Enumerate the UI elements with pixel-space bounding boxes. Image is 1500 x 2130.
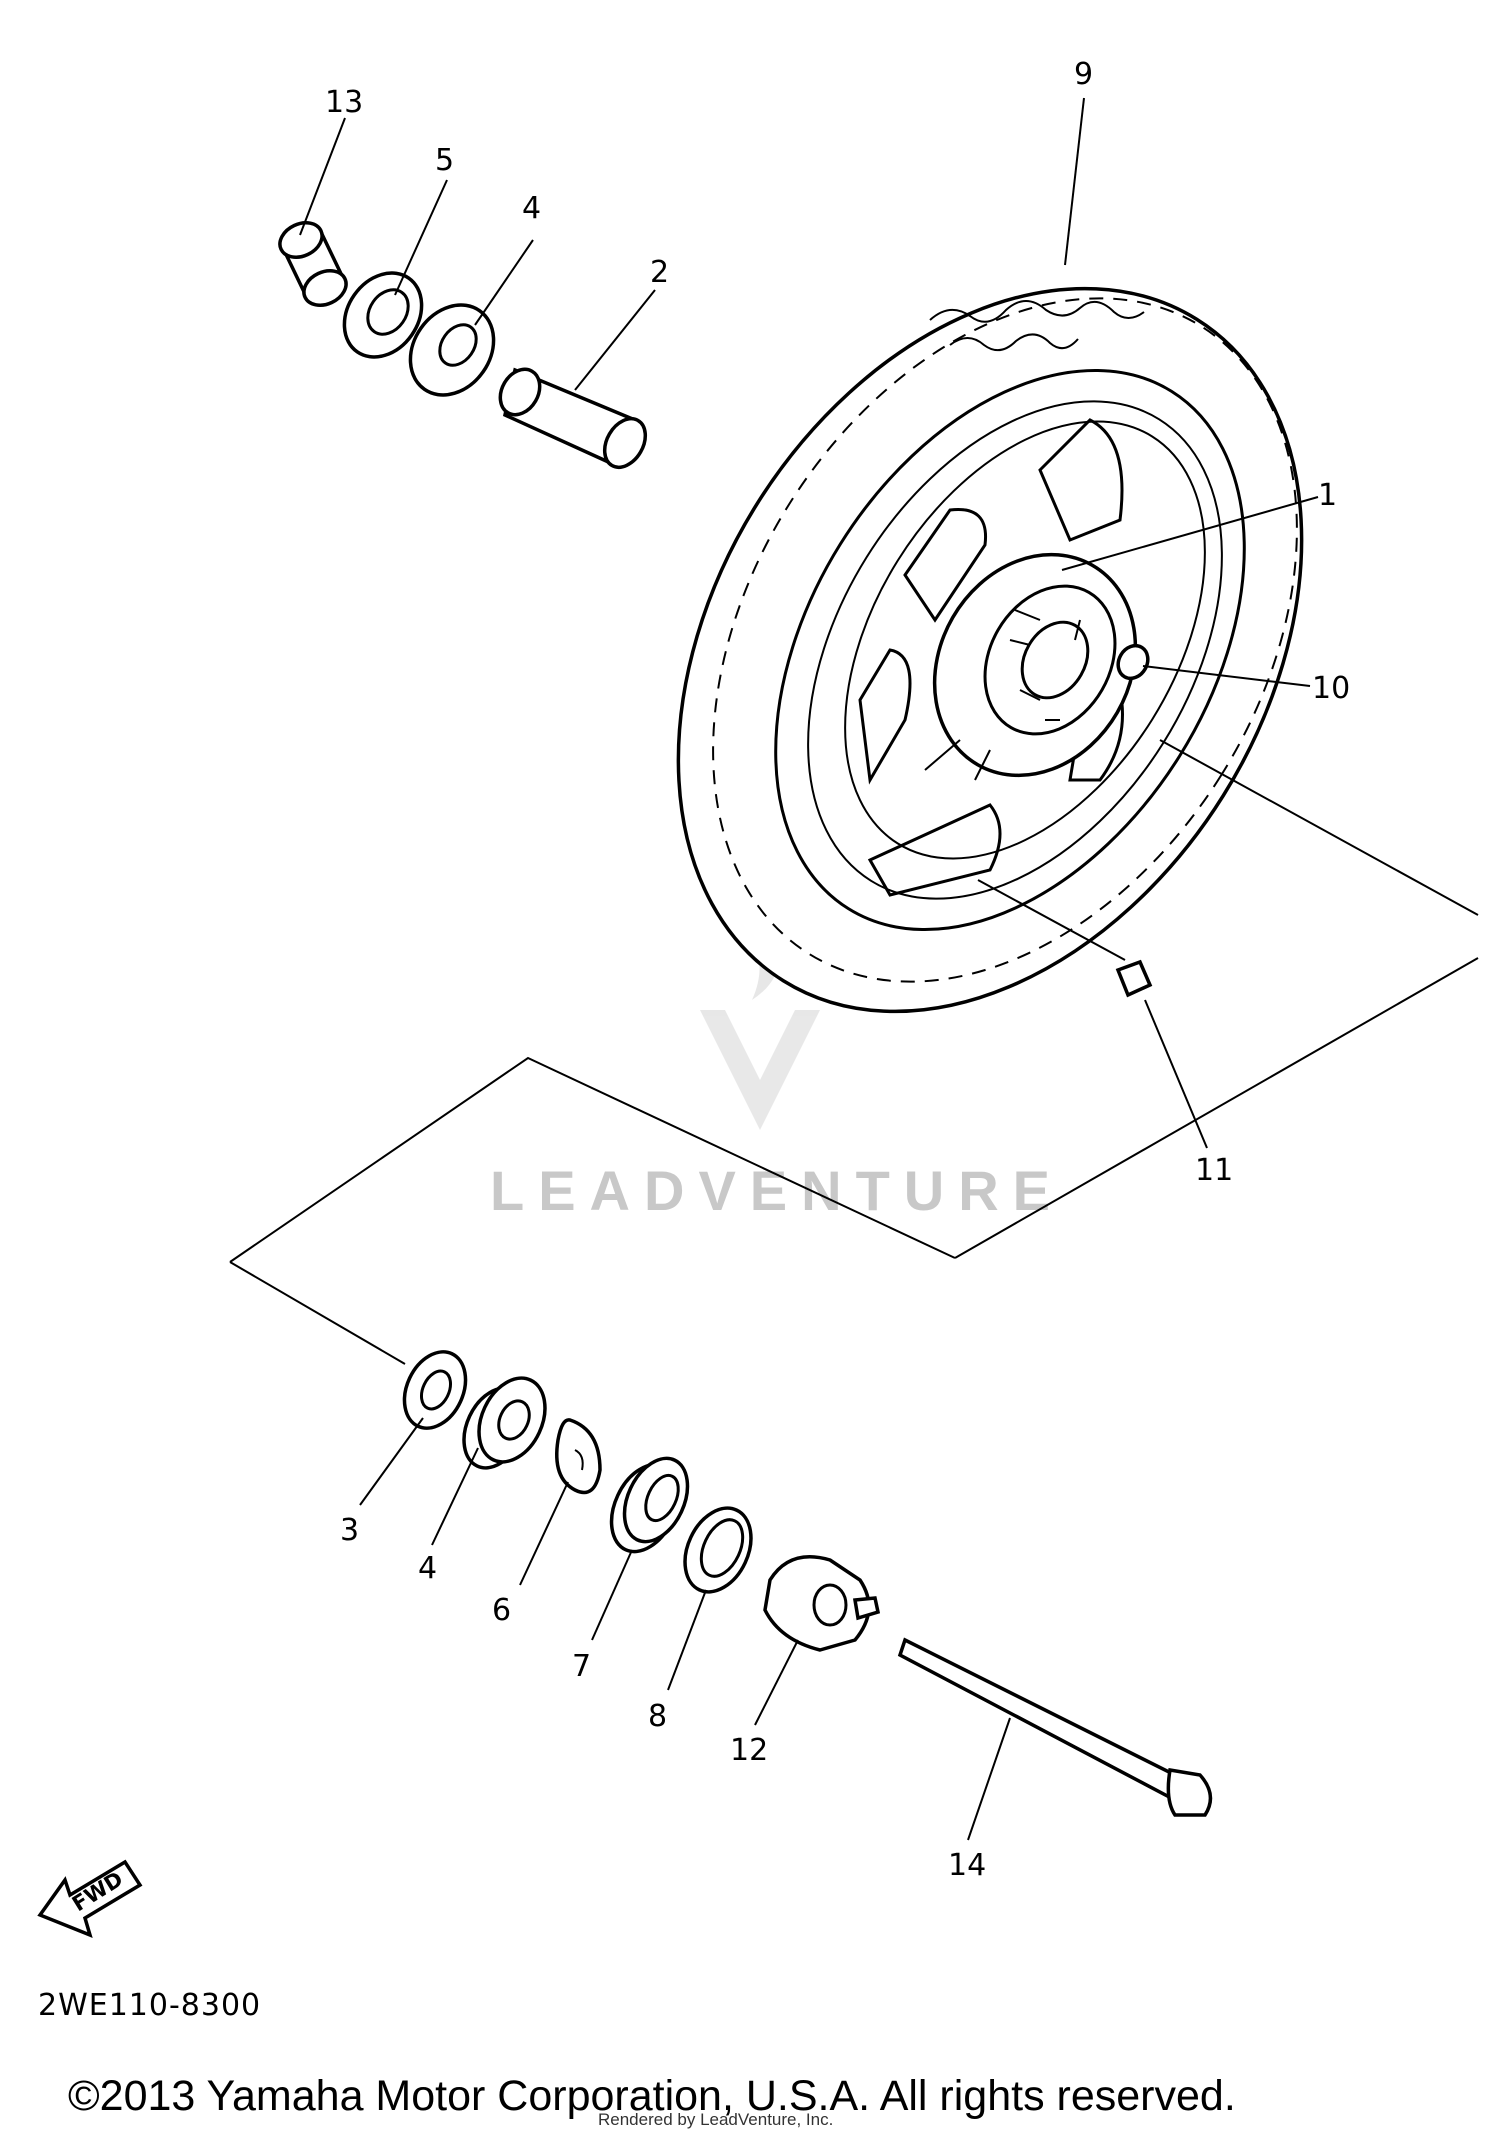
watermark: LEADVENTURE bbox=[490, 930, 1064, 1222]
hub bbox=[932, 552, 1138, 778]
callout-1: 1 bbox=[1318, 478, 1337, 513]
callout-11: 11 bbox=[1195, 1153, 1233, 1188]
callout-5: 5 bbox=[435, 143, 454, 178]
washer-part-8 bbox=[683, 1506, 753, 1594]
fwd-arrow-icon: FWD bbox=[37, 1859, 143, 1938]
balance-weight bbox=[1116, 643, 1150, 681]
bearing-part-4-upper bbox=[408, 303, 496, 397]
bearing-part-4-lower bbox=[462, 1376, 547, 1470]
callout-10: 10 bbox=[1312, 671, 1350, 706]
callout-6: 6 bbox=[492, 1593, 511, 1628]
spoke-window bbox=[858, 648, 912, 785]
oil-seal-part-5 bbox=[342, 271, 424, 359]
spacer-part-2 bbox=[498, 367, 648, 469]
washer-part-3 bbox=[402, 1350, 468, 1430]
valve-part-11 bbox=[1115, 959, 1153, 998]
rim-outline bbox=[774, 368, 1246, 932]
spoke-window bbox=[867, 803, 1002, 897]
callout-4-upper: 4 bbox=[522, 191, 541, 226]
leader-lines bbox=[299, 97, 1319, 1841]
callout-9: 9 bbox=[1074, 57, 1093, 92]
part-code: 2WE110-8300 bbox=[38, 1988, 261, 2023]
callout-12: 12 bbox=[730, 1733, 768, 1768]
watermark-text: LEADVENTURE bbox=[490, 1159, 1064, 1222]
axle-part-14 bbox=[897, 1637, 1213, 1817]
spoke-window bbox=[903, 507, 988, 623]
callout-14: 14 bbox=[948, 1848, 986, 1883]
callout-2: 2 bbox=[650, 255, 669, 290]
callout-13: 13 bbox=[325, 85, 363, 120]
callout-8: 8 bbox=[648, 1699, 667, 1734]
callout-4-lower: 4 bbox=[418, 1551, 437, 1586]
callout-7: 7 bbox=[572, 1649, 591, 1684]
circlip-part-6 bbox=[555, 1418, 602, 1495]
collar-part-13 bbox=[278, 221, 348, 307]
gear-unit-part-12 bbox=[763, 1555, 881, 1652]
grouping-bracket bbox=[229, 739, 1479, 1365]
copyright-notice: ©2013 Yamaha Motor Corporation, U.S.A. A… bbox=[68, 2072, 1236, 2120]
gear-part-7 bbox=[609, 1456, 690, 1554]
callout-3: 3 bbox=[340, 1513, 359, 1548]
callouts: 13 5 4 2 9 1 10 11 3 4 6 7 8 12 14 bbox=[325, 57, 1350, 1883]
wheel-assembly bbox=[676, 286, 1304, 1014]
rendered-by-note: Rendered by LeadVenture, Inc. bbox=[598, 2110, 833, 2129]
spoke-window bbox=[1038, 418, 1124, 542]
